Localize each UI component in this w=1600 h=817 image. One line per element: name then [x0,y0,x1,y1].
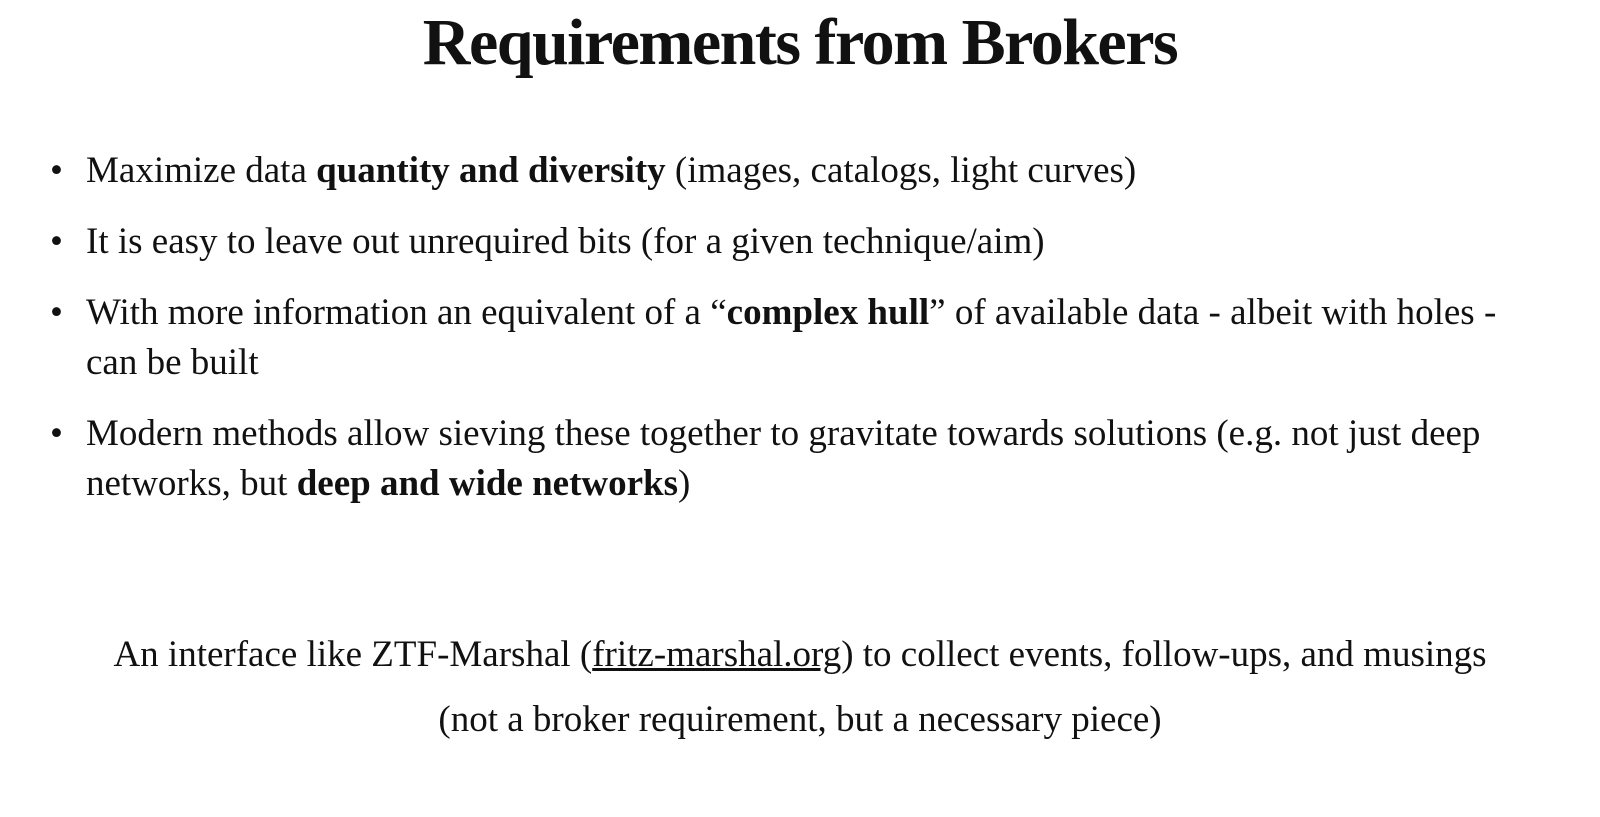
bullet-item: •Maximize data quantity and diversity (i… [50,146,1530,196]
bullet-item: •Modern methods allow sieving these toge… [50,409,1530,509]
footer-note: (not a broker requirement, but a necessa… [438,699,1162,740]
bullet-item: •It is easy to leave out unrequired bits… [50,217,1530,267]
slide-title: Requirements from Brokers [422,6,1179,79]
bullet-icon: • [50,150,63,191]
footer-line: An interface like ZTF-Marshal (fritz-mar… [113,634,1487,675]
bullet-list: •Maximize data quantity and diversity (i… [50,146,1530,530]
bullet-icon: • [50,413,63,454]
bullet-icon: • [50,292,63,333]
fritz-marshal-link[interactable]: fritz-marshal.org [592,634,842,675]
bullet-item: •With more information an equivalent of … [50,288,1530,388]
bullet-icon: • [50,221,63,262]
